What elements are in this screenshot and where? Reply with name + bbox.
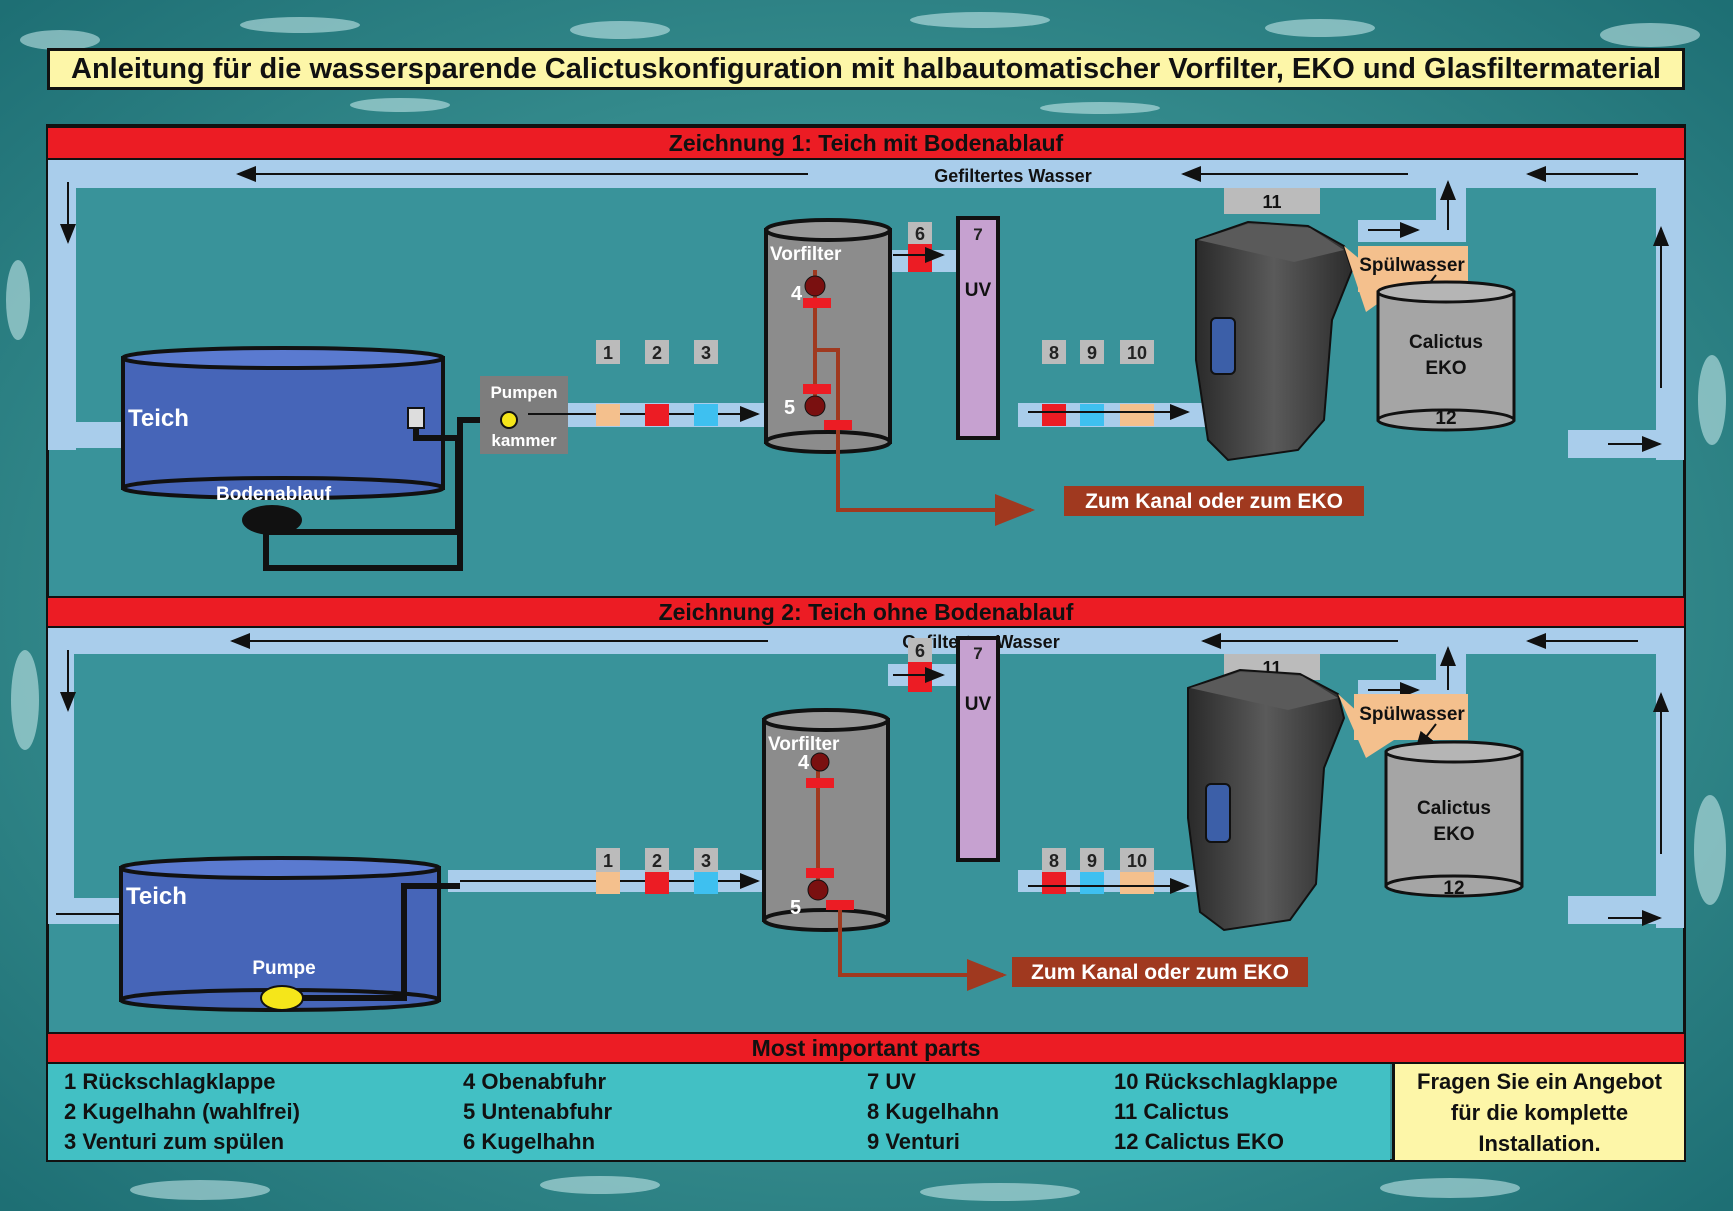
pump-icon	[260, 985, 304, 1011]
offer-line-3: Installation.	[1478, 1130, 1601, 1156]
teich-label: Teich	[126, 883, 187, 910]
part-12-number: 12	[1435, 408, 1456, 429]
calictus-eko-tank	[1384, 740, 1524, 898]
legend-item: 6 Kugelhahn	[463, 1129, 596, 1154]
pump-icon	[500, 411, 518, 429]
legend-item: 8 Kugelhahn	[867, 1099, 1000, 1124]
uv-label: UV	[965, 280, 992, 301]
part-2-number: 2	[652, 851, 662, 871]
part-6-number: 6	[915, 641, 925, 661]
drawing1-header: Zeichnung 1: Teich mit Bodenablauf	[48, 126, 1684, 160]
eko-label-1: Calictus	[1417, 798, 1491, 819]
offer-line-1: Fragen Sie ein Angebot	[1417, 1068, 1662, 1094]
part-1-number: 1	[603, 343, 613, 363]
pump-chamber-label-1: Pumpen	[490, 383, 557, 402]
uv-unit	[956, 216, 1000, 440]
uv-label: UV	[965, 694, 992, 715]
legend-item: 11 Calictus	[1114, 1099, 1229, 1124]
teich-label: Teich	[128, 405, 189, 432]
bottom-drain-icon	[242, 505, 302, 535]
part-5-number: 5	[784, 397, 795, 419]
drawing1-diagram: Gefiltertes Wasser Teich Bodenablauf Pum…	[48, 160, 1684, 571]
drawing2-header: Zeichnung 2: Teich ohne Bodenablauf	[48, 596, 1684, 628]
legend-item: 3 Venturi zum spülen	[64, 1129, 285, 1154]
legend-item: 2 Kugelhahn (wahlfrei)	[64, 1099, 300, 1124]
drain-label: Zum Kanal oder zum EKO	[1031, 961, 1289, 984]
drain-label: Zum Kanal oder zum EKO	[1085, 490, 1343, 513]
vorfilter-tank	[764, 218, 892, 454]
eko-label-2: EKO	[1433, 824, 1474, 845]
vorfilter-label: Vorfilter	[768, 734, 840, 755]
pump-chamber-label-2: kammer	[491, 431, 557, 450]
legend-item: 5 Untenabfuhr	[463, 1099, 613, 1124]
part-9-number: 9	[1087, 851, 1097, 871]
uv-unit	[956, 636, 1000, 862]
offer-box: Fragen Sie ein Angebot für die komplette…	[1392, 1064, 1684, 1160]
part-4-number: 4	[791, 283, 803, 305]
drain-label-box	[1012, 957, 1308, 987]
part-12-number: 12	[1443, 878, 1464, 899]
part-10-number: 10	[1127, 343, 1147, 363]
legend-item: 4 Obenabfuhr	[463, 1069, 607, 1094]
part-8-number: 8	[1049, 851, 1059, 871]
part-9-number: 9	[1087, 343, 1097, 363]
calictus-filter	[1187, 668, 1346, 932]
teich-pond	[119, 856, 441, 1012]
drawing2-diagram: Gefiltertes Wasser Teich Pumpe 1 2 3 Vor…	[48, 628, 1684, 1012]
vorfilter-label: Vorfilter	[770, 244, 842, 265]
page-title: Anleitung für die wassersparende Calictu…	[47, 48, 1685, 90]
calictus-number-box	[1224, 188, 1320, 214]
eko-label-1: Calictus	[1409, 332, 1483, 353]
calictus-eko-tank	[1376, 280, 1516, 432]
part-8-number: 8	[1049, 343, 1059, 363]
part-2-number: 2	[652, 343, 662, 363]
calictus-filter	[1195, 220, 1354, 462]
part-4-number: 4	[798, 752, 810, 774]
teich-pond	[121, 346, 445, 535]
part-1-number: 1	[603, 851, 613, 871]
spuelwasser-label: Spülwasser	[1359, 255, 1465, 276]
drain-label-box	[1064, 486, 1364, 516]
legend-item: 1 Rückschlagklappe	[64, 1069, 276, 1094]
bottom-drain-label: Bodenablauf	[216, 484, 332, 505]
part-3-number: 3	[701, 851, 711, 871]
filtered-water-label: Gefiltertes Wasser	[934, 166, 1091, 186]
part-7-number: 7	[973, 225, 982, 244]
legend-header: Most important parts	[48, 1032, 1684, 1064]
eko-label-2: EKO	[1425, 358, 1466, 379]
part-3-number: 3	[701, 343, 711, 363]
pump-label: Pumpe	[252, 958, 315, 979]
legend-item: 9 Venturi	[867, 1129, 960, 1154]
legend-item: 10 Rückschlagklappe	[1114, 1069, 1338, 1094]
offer-line-2: für die komplette	[1450, 1099, 1629, 1125]
part-5-number: 5	[790, 897, 801, 919]
part-11-number: 11	[1262, 192, 1281, 212]
parts-legend: 1 Rückschlagklappe 2 Kugelhahn (wahlfrei…	[48, 1064, 1390, 1160]
part-6-number: 6	[915, 224, 925, 244]
legend-item: 7 UV	[867, 1069, 916, 1094]
spuelwasser-label: Spülwasser	[1359, 704, 1465, 725]
vorfilter-tank	[762, 708, 890, 932]
part-10-number: 10	[1127, 851, 1147, 871]
legend-item: 12 Calictus EKO	[1114, 1129, 1284, 1154]
part-7-number: 7	[973, 644, 982, 663]
